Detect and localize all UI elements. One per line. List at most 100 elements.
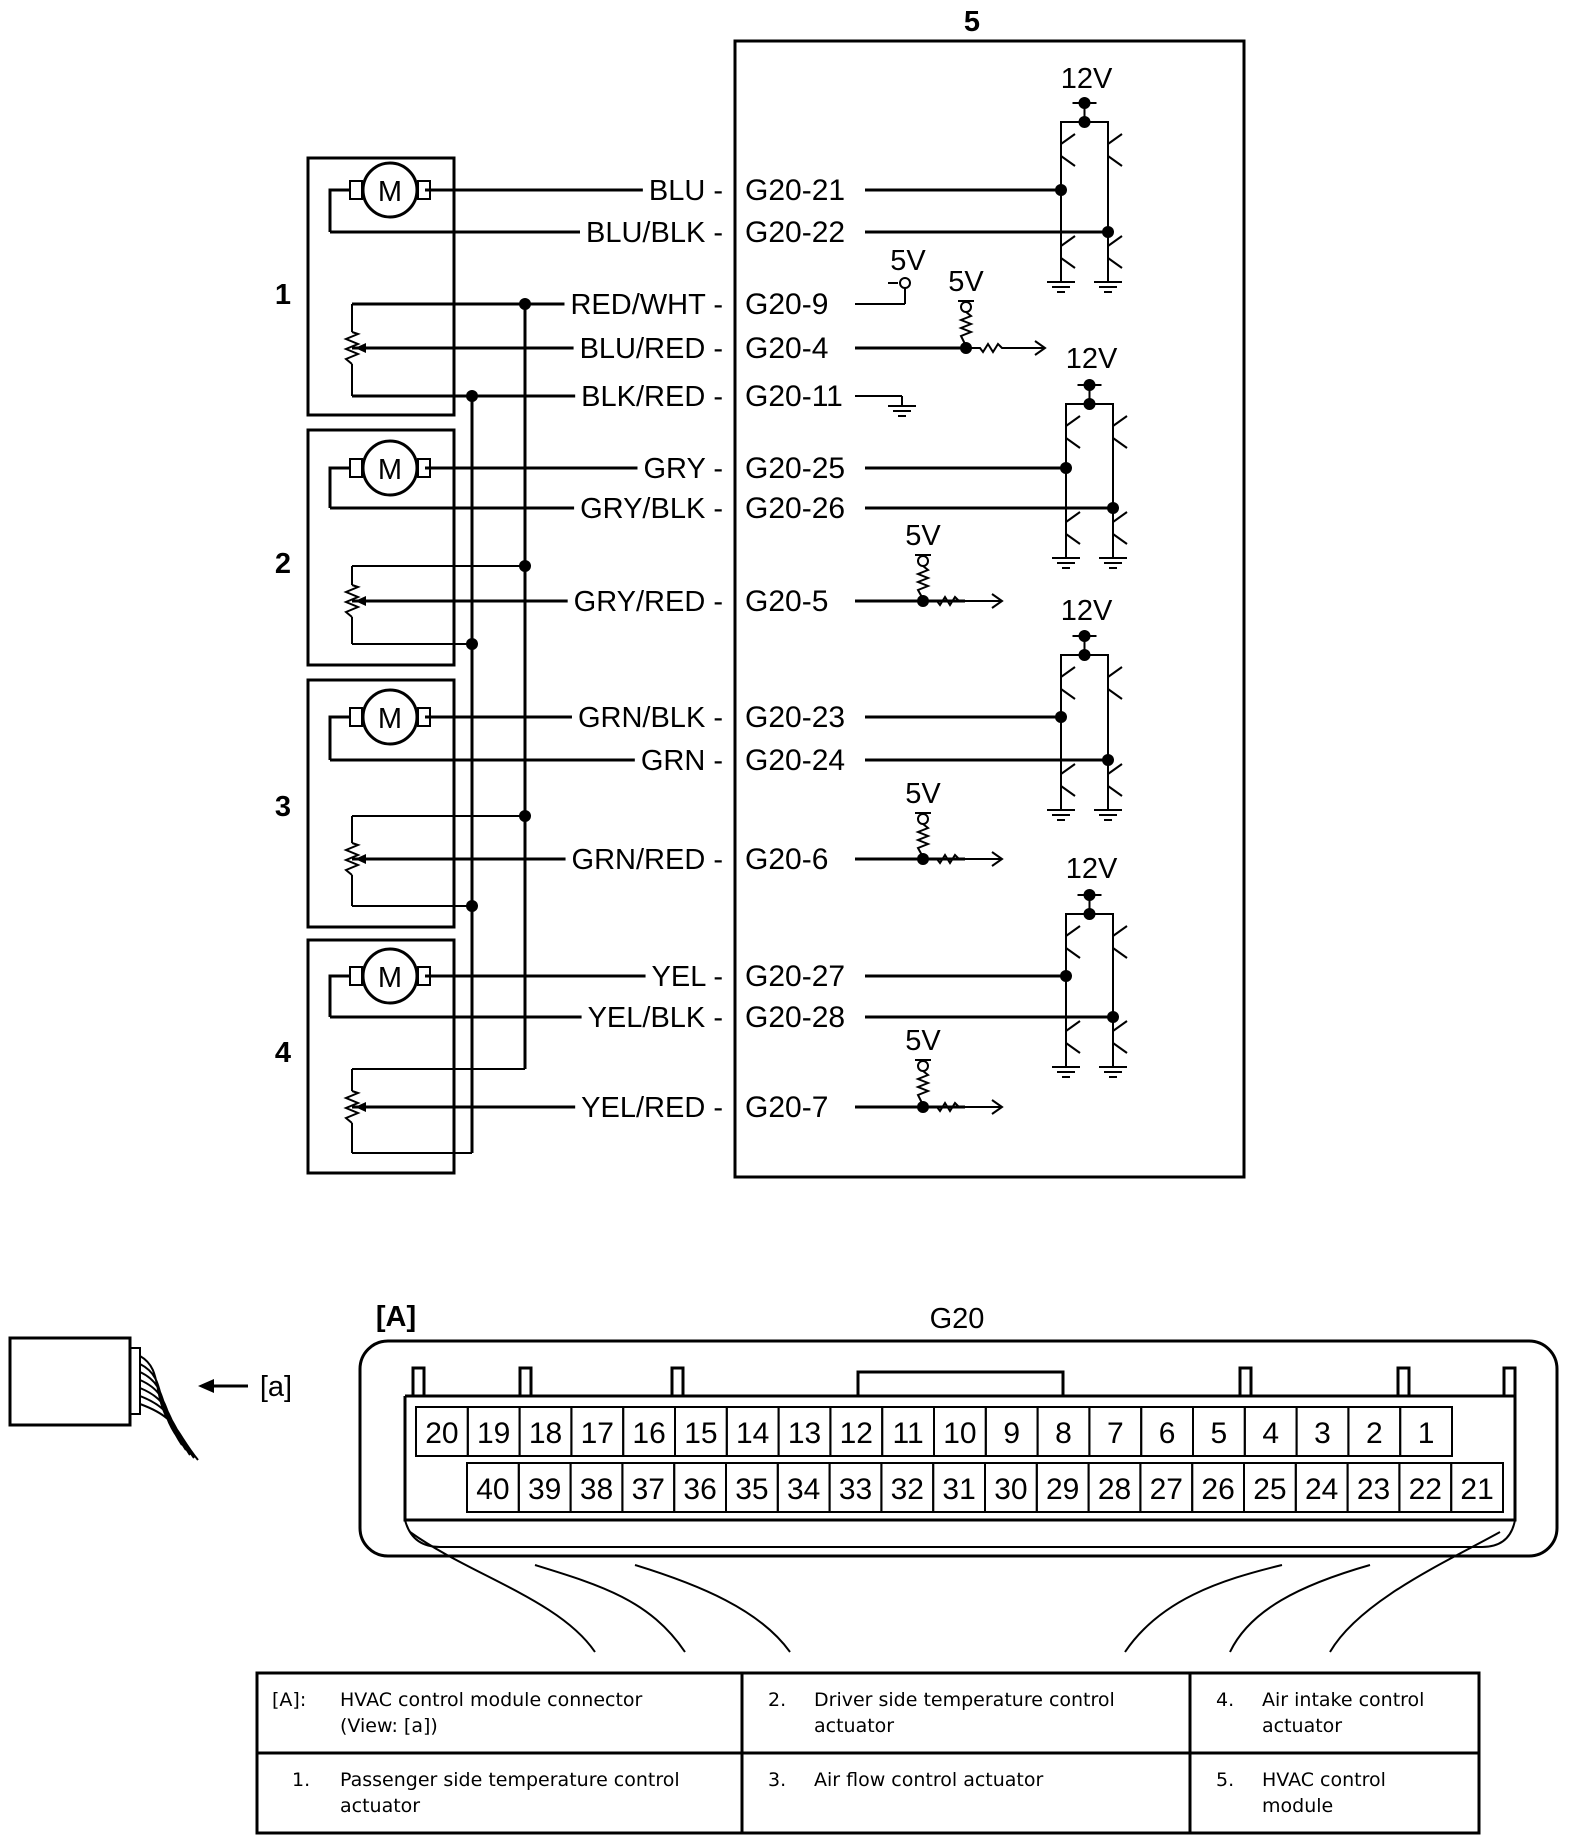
- supply-terminal-icon: [917, 813, 929, 825]
- actuator-3-box: [306, 678, 456, 929]
- pin-number: 1: [1418, 1417, 1435, 1450]
- connector-key: [518, 1366, 533, 1396]
- motor-terminal: [349, 966, 363, 986]
- legend-text: actuator: [340, 1795, 420, 1817]
- transistor-lead: [1107, 688, 1123, 700]
- resistor-icon: [915, 565, 931, 600]
- connector-view-icon: [8, 1336, 248, 1461]
- legend-text: (View: [a]): [340, 1715, 438, 1737]
- actuator-number-2: 2: [275, 548, 291, 580]
- terminal-label: G20-5: [745, 585, 828, 618]
- resistor-icon: [915, 1070, 931, 1106]
- terminal-label: G20-22: [745, 216, 845, 249]
- pin-cell: [1450, 1462, 1504, 1513]
- connector-name: G20: [930, 1303, 985, 1335]
- pin-number: 13: [788, 1417, 821, 1450]
- pin-number: 39: [528, 1473, 561, 1506]
- wire-color-label: BLU -: [649, 175, 723, 207]
- voltage-label: 5V: [948, 266, 984, 298]
- voltage-label: 5V: [905, 778, 941, 810]
- pin-number: 34: [787, 1473, 820, 1506]
- transistor-lead: [1065, 947, 1081, 959]
- legend-key: 3.: [768, 1769, 786, 1791]
- connector-housing: [358, 1339, 1559, 1558]
- terminal-label: G20-28: [745, 1001, 845, 1034]
- transistor-lead: [1060, 155, 1076, 167]
- legend-text: Air flow control actuator: [814, 1769, 1043, 1791]
- terminal-label: G20-7: [745, 1091, 828, 1124]
- motor-return-wire: [328, 466, 350, 508]
- pin-number: 17: [581, 1417, 614, 1450]
- motor-label: M: [378, 454, 402, 486]
- connector-key: [1238, 1366, 1253, 1396]
- voltage-label: 12V: [1066, 343, 1118, 375]
- wire-color-label: RED/WHT -: [570, 289, 723, 321]
- transistor-lead: [1112, 437, 1128, 449]
- supply-terminal-icon: [960, 301, 972, 313]
- transistor-lead: [1065, 1042, 1081, 1054]
- wire-color-label: YEL -: [652, 961, 723, 993]
- legend-text: actuator: [1262, 1715, 1342, 1737]
- transistor-lead: [1060, 763, 1076, 775]
- supply-5v-open-icon: [855, 277, 911, 305]
- pin-number: 16: [632, 1417, 665, 1450]
- transistor-lead: [1065, 511, 1081, 523]
- transistor-lead: [1112, 925, 1128, 937]
- motor-icon: [361, 947, 419, 1005]
- ground-symbol-icon: [855, 395, 916, 417]
- transistor-lead: [1065, 925, 1081, 937]
- pin-number: 29: [1046, 1473, 1079, 1506]
- wire-color-label: GRY/RED -: [574, 586, 723, 618]
- transistor-lead: [1107, 235, 1123, 247]
- actuator-number-3: 3: [275, 791, 291, 823]
- resistor-icon: [958, 311, 974, 347]
- transistor-lead: [1107, 785, 1123, 797]
- connector-latch: [856, 1370, 1065, 1396]
- wire-color-label: YEL/RED -: [581, 1092, 723, 1124]
- legend-text: HVAC control module connector: [340, 1689, 643, 1711]
- transistor-lead: [1107, 155, 1123, 167]
- pin-number: 32: [891, 1473, 924, 1506]
- connector-bottom-rim: [404, 1519, 1516, 1548]
- motor-icon: [361, 439, 419, 497]
- legend-key: 4.: [1216, 1689, 1234, 1711]
- motor-terminal: [349, 707, 363, 727]
- pin-number: 38: [580, 1473, 613, 1506]
- motor-label: M: [378, 176, 402, 208]
- wire-color-label: YEL/BLK -: [588, 1002, 723, 1034]
- transistor-lead: [1112, 1020, 1128, 1032]
- wire-color-label: GRN/BLK -: [578, 702, 723, 734]
- terminal-label: G20-23: [745, 701, 845, 734]
- transistor-lead: [1065, 533, 1081, 545]
- transistor-lead: [1112, 511, 1128, 523]
- pin-number: 7: [1107, 1417, 1124, 1450]
- pin-number: 37: [632, 1473, 665, 1506]
- pin-number: 4: [1262, 1417, 1279, 1450]
- transistor-lead: [1107, 763, 1123, 775]
- transistor-lead: [1112, 533, 1128, 545]
- pin-number: 31: [942, 1473, 975, 1506]
- input-arrow-icon: [991, 851, 1004, 867]
- wire-color-label: BLU/RED -: [580, 333, 723, 365]
- transistor-lead: [1060, 133, 1076, 145]
- hvac-module-box: [733, 39, 1246, 1179]
- voltage-label: 5V: [905, 520, 941, 552]
- motor-icon: [361, 688, 419, 746]
- terminal-label: G20-4: [745, 332, 828, 365]
- transistor-lead: [1107, 666, 1123, 678]
- input-arrow-icon: [1034, 340, 1047, 356]
- pin-number: 14: [736, 1417, 769, 1450]
- connector-tag: [A]: [376, 1301, 416, 1333]
- wire-color-label: GRY/BLK -: [580, 493, 723, 525]
- bridge-top: [1065, 403, 1114, 419]
- wire-harness: [409, 1531, 1501, 1653]
- input-resistor-icon: [966, 342, 1045, 354]
- module-number: 5: [964, 6, 980, 38]
- terminal-label: G20-6: [745, 843, 828, 876]
- motor-return-wire: [328, 188, 350, 232]
- legend-text: actuator: [814, 1715, 894, 1737]
- terminal-label: G20-26: [745, 492, 845, 525]
- pin-number: 2: [1366, 1417, 1383, 1450]
- voltage-label: 12V: [1061, 63, 1113, 95]
